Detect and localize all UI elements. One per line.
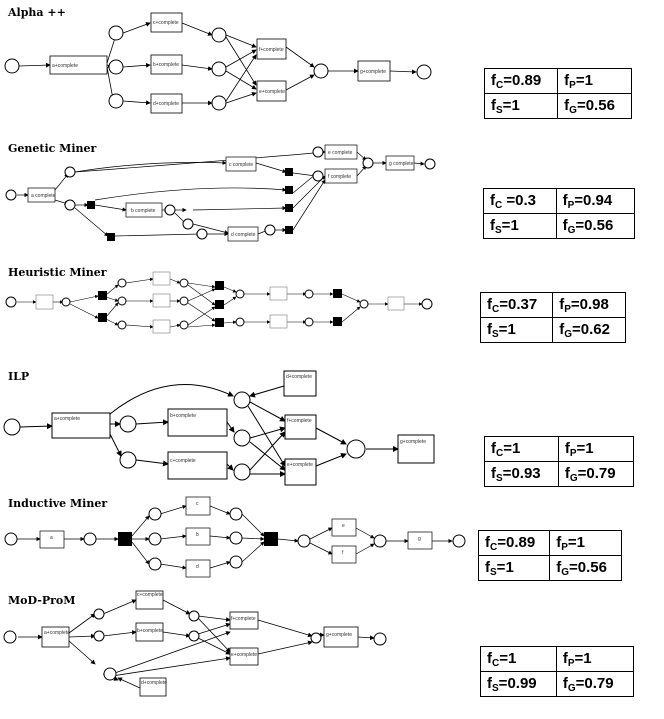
transition-label: d complete [231, 232, 256, 238]
transition-label: f+complete [287, 418, 312, 424]
section-genetic-miner: Genetic Miner [0, 138, 664, 258]
transition-label: a [50, 535, 53, 541]
section-title: MoD-ProM [8, 594, 76, 607]
transition-label: d+complete [141, 680, 167, 686]
transition-label: g+complete [326, 632, 352, 638]
transition-label: a+complete [54, 416, 80, 422]
section-title: Genetic Miner [8, 142, 97, 155]
transition-label: f+complete [231, 616, 256, 622]
section-title: Heuristic Miner [8, 266, 107, 279]
transition-label: d+complete [286, 374, 312, 380]
transition-label: e complete [328, 150, 353, 156]
transition-label: a complete [31, 193, 56, 199]
metrics-table: fC=0.89 fP=1 fS=1 fG=0.56 [483, 68, 632, 119]
metrics-table: fC=1 fP=1 fS=0.93 fG=0.79 [484, 436, 635, 487]
transition-label: c+complete [137, 592, 163, 598]
section-inductive-miner: Inductive Miner [0, 494, 664, 594]
petri-net-mod-prom: a+complete c+complete b+complete f+compl… [3, 590, 387, 697]
transition-label: c+complete [170, 458, 196, 464]
transition-label: e [342, 523, 345, 529]
petri-net-ilp: a+complete b+complete c+complete d+compl… [3, 370, 435, 486]
petri-net-alpha: a+complete c+complete b+complete d+compl… [4, 12, 432, 114]
transition-label: d [196, 564, 199, 570]
metrics-table: fC=0.89 fP=1 fS=1 fG=0.56 [477, 530, 622, 581]
section-title: ILP [8, 370, 30, 383]
transition-label: f+complete [259, 47, 284, 53]
metrics-table: fC=1 fP=1 fS=0.99 fG=0.79 [480, 646, 635, 697]
petri-net-inductive: a c b d e f g [4, 496, 466, 578]
transition-label: a+complete [52, 63, 78, 69]
transition-label: b [196, 532, 199, 538]
transition-label: b+complete [137, 628, 163, 634]
transition-label: c+complete [153, 20, 179, 26]
transition-label: d+complete [153, 101, 179, 107]
transition-label: e+complete [287, 462, 313, 468]
transition-label: g [418, 536, 421, 542]
transition-label: e+complete [259, 89, 285, 95]
transition-label: e+complete [231, 652, 257, 658]
transition-label: b+complete [153, 62, 179, 68]
section-heuristic-miner: Heuristic Miner [0, 262, 664, 362]
transition-label: g+complete [400, 439, 426, 445]
metrics-table: fC=0.37 fP=0.98 fS=1 fG=0.62 [479, 292, 626, 343]
metrics-table: fC =0.3 fP=0.94 fS=1 fG=0.56 [483, 188, 636, 239]
petri-net-heuristic [5, 271, 433, 334]
transition-label: g complete [389, 161, 414, 167]
transition-label: f [342, 550, 344, 556]
transition-label: c complete [229, 162, 253, 168]
section-alpha: Alpha ++ [0, 0, 664, 130]
section-mod-prom: MoD-ProM [0, 590, 664, 719]
transition-label: b complete [131, 208, 156, 214]
transition-label: c [196, 501, 199, 507]
section-ilp: ILP [0, 366, 664, 496]
section-title: Alpha ++ [8, 6, 66, 19]
transition-label: b+complete [170, 413, 196, 419]
transition-label: g+complete [360, 69, 386, 75]
transition-label: f complete [328, 174, 351, 180]
petri-net-genetic: a complete c complete b complete d compl… [5, 144, 436, 242]
transition-label: a+complete [44, 630, 70, 636]
section-title: Inductive Miner [8, 497, 108, 510]
